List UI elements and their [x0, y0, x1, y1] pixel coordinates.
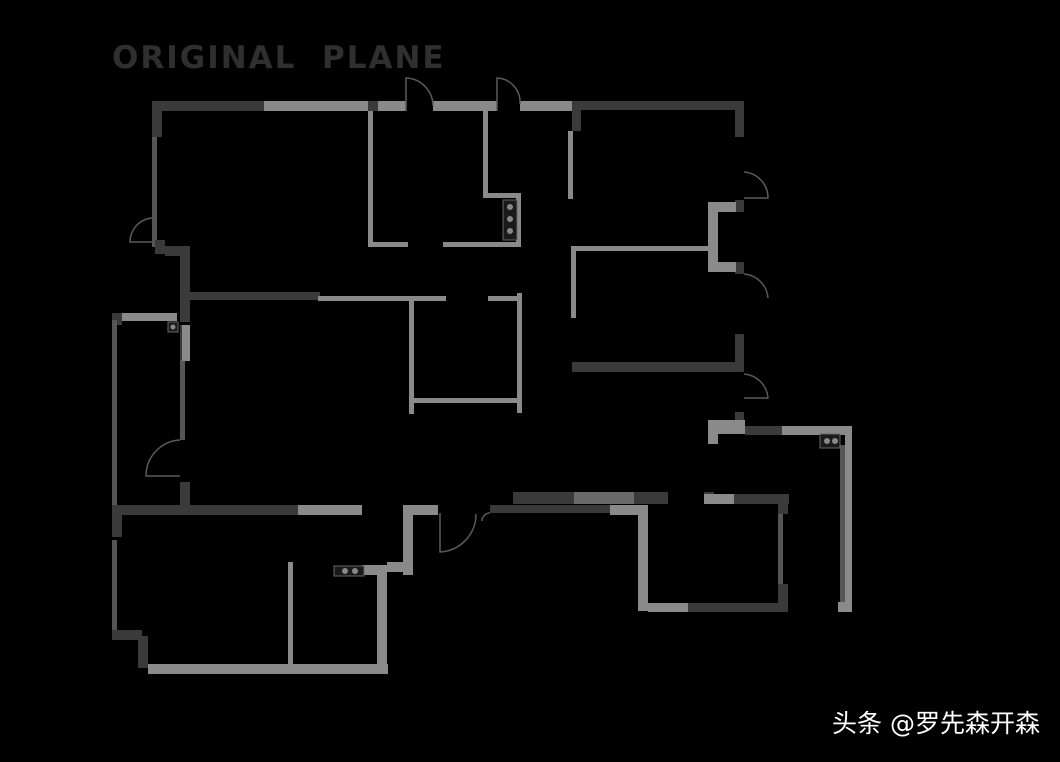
watermark-text: 头条 @罗先森开森	[832, 709, 1040, 738]
fixtures	[167, 199, 841, 577]
walls-dark	[112, 101, 845, 668]
door-swings	[129, 77, 769, 553]
plan-title: ORIGINAL PLANE	[112, 40, 446, 76]
walls-light	[122, 101, 852, 674]
